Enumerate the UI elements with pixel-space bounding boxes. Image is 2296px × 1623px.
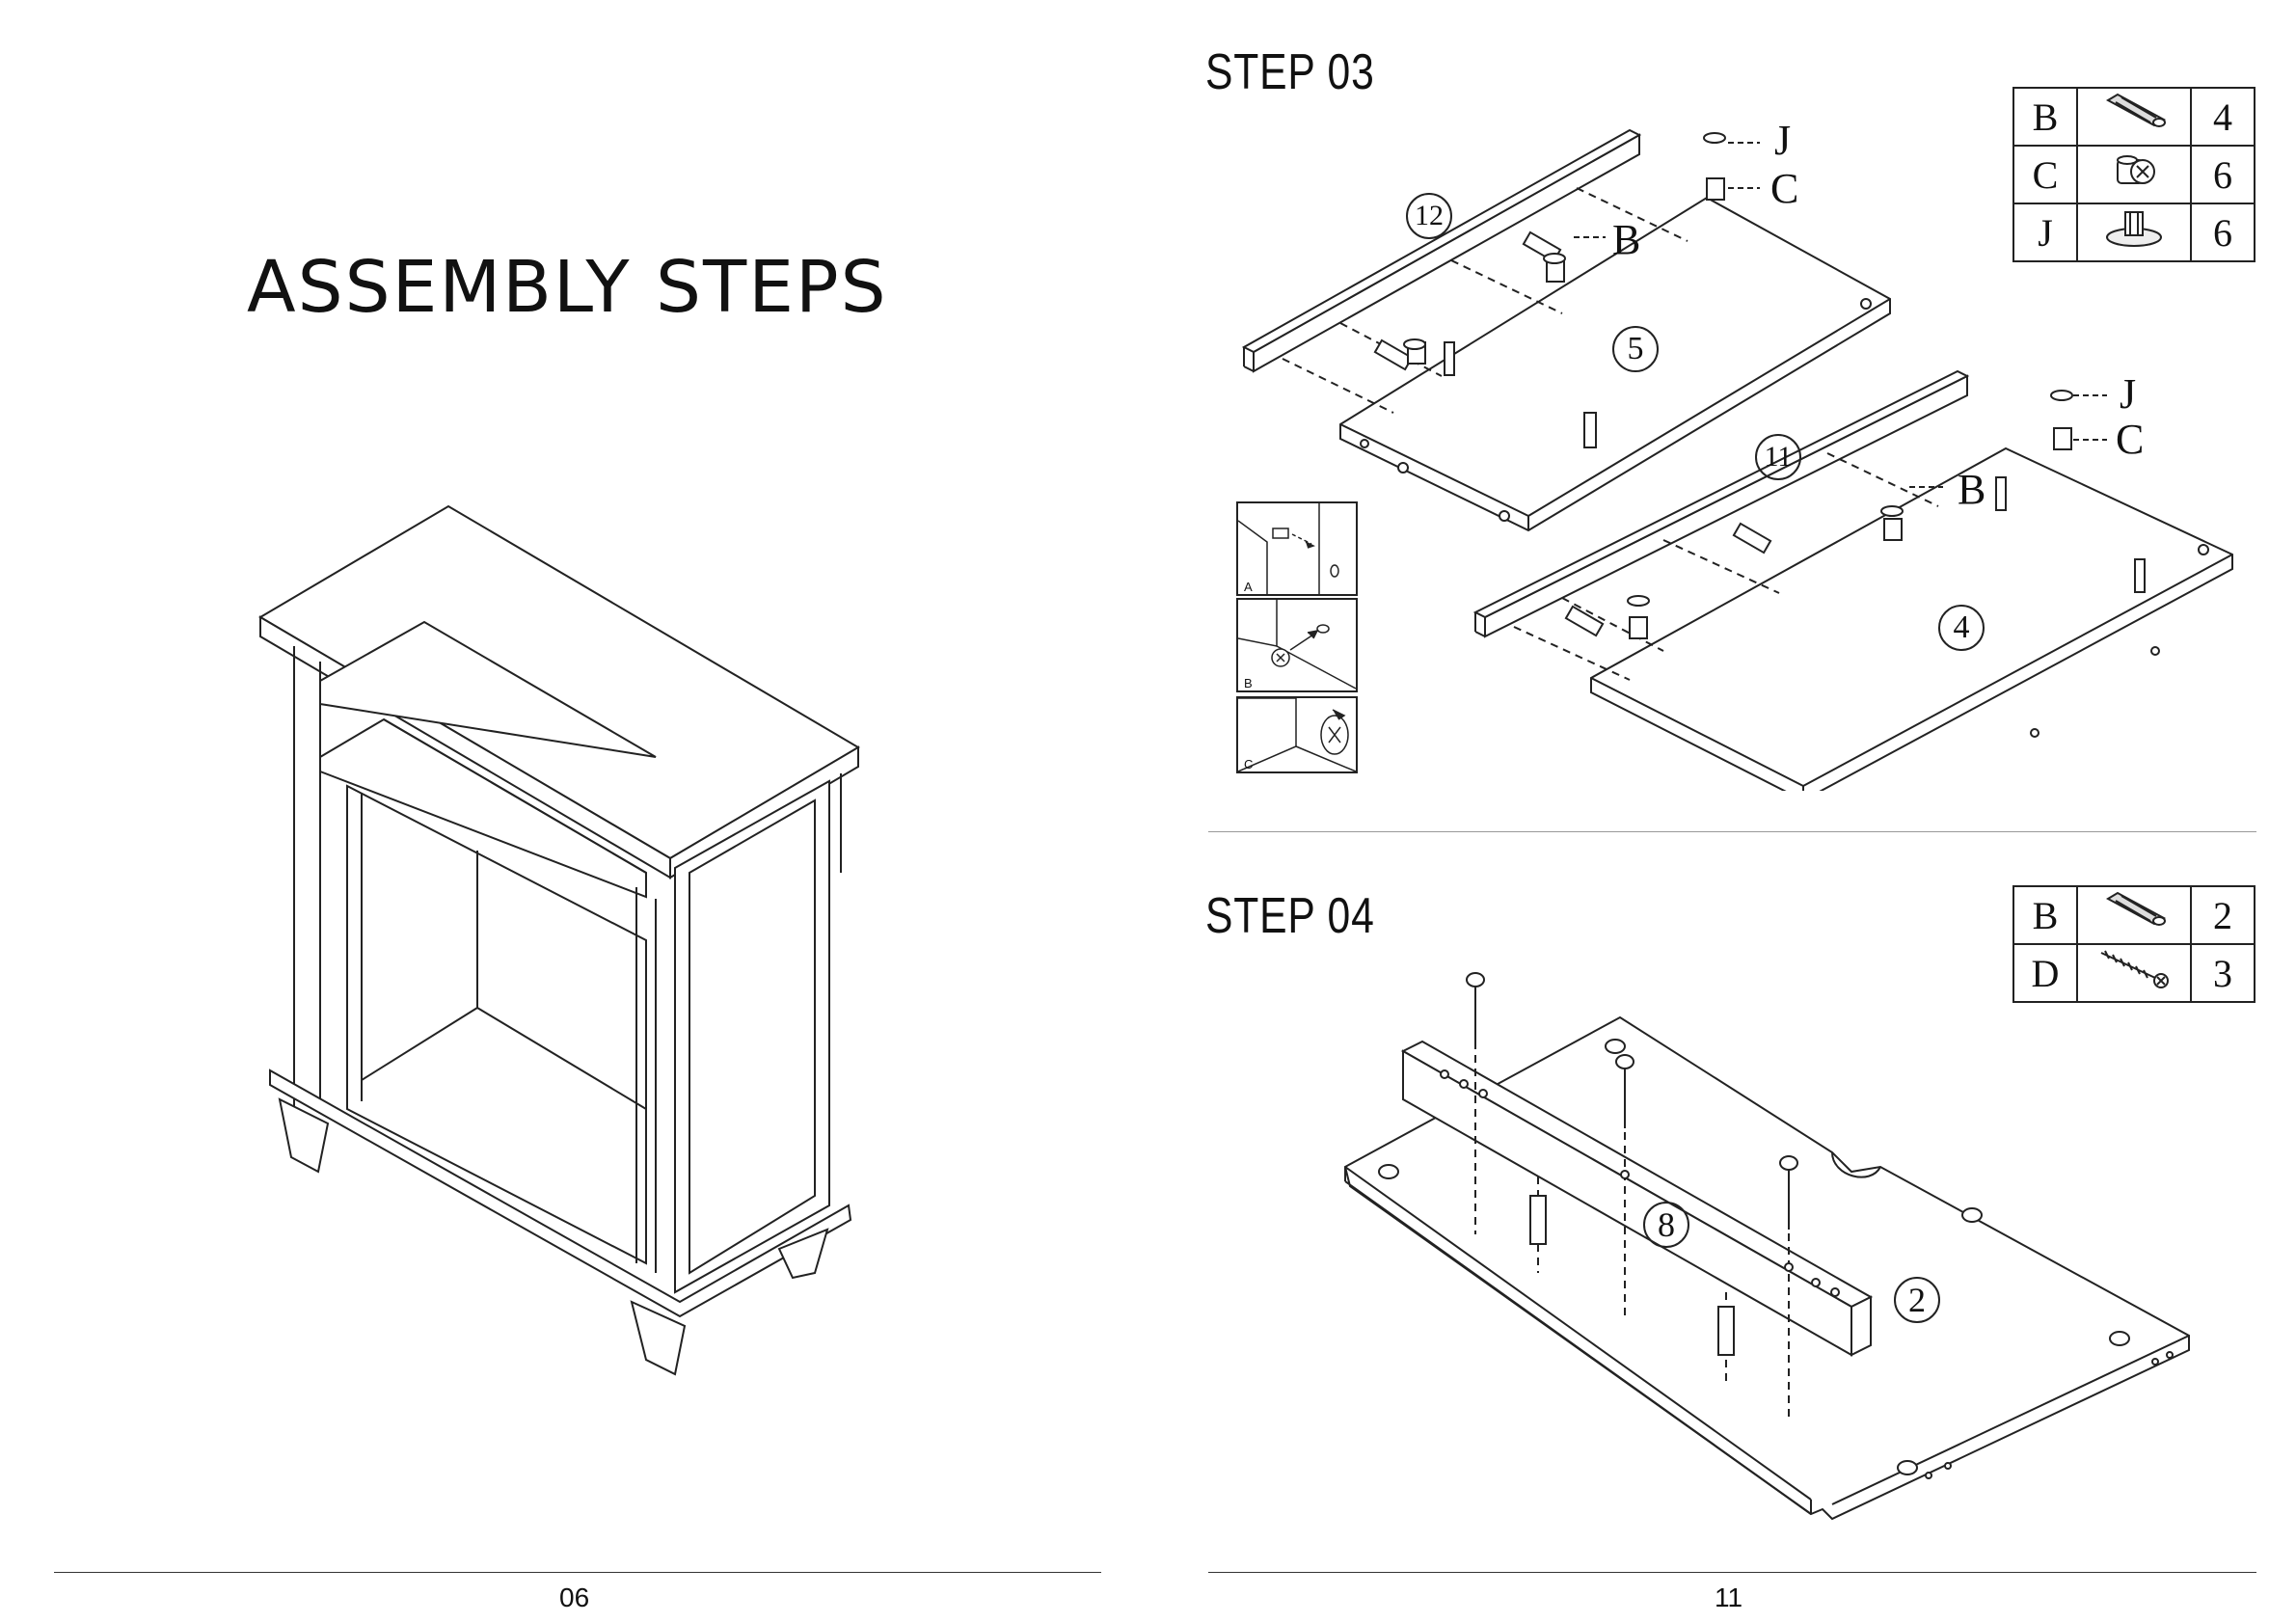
- callout-B-lower: B: [1958, 465, 1985, 514]
- panel-label-8: 8: [1643, 1202, 1689, 1248]
- callout-J-lower: J: [2120, 369, 2136, 419]
- panel-label-4: 4: [1938, 605, 1985, 651]
- dowel-icon: [2077, 886, 2191, 944]
- panel-label-2: 2: [1894, 1277, 1940, 1323]
- callout-C-upper: C: [1770, 164, 1798, 213]
- step4-title: STEP 04: [1205, 887, 1375, 945]
- detail-label: B: [1244, 676, 1253, 690]
- panel-label-5: 5: [1612, 326, 1659, 372]
- right-page-number: 11: [1715, 1582, 1742, 1613]
- right-footer-rule: [1208, 1572, 2256, 1573]
- detail-label: A: [1244, 580, 1253, 594]
- part-qty: 3: [2191, 944, 2255, 1002]
- left-footer-rule: [54, 1572, 1101, 1573]
- step-divider: [1208, 831, 2256, 832]
- part-letter: B: [2013, 886, 2077, 944]
- detail-inset-b: B: [1236, 598, 1358, 692]
- part-qty: 2: [2191, 886, 2255, 944]
- callout-B-upper: B: [1612, 215, 1640, 264]
- left-page-number: 06: [559, 1582, 589, 1613]
- callout-C-lower: C: [2116, 415, 2144, 464]
- detail-inset-c: C: [1236, 696, 1358, 773]
- detail-label: C: [1244, 757, 1253, 771]
- page-title: ASSEMBLY STEPS: [247, 246, 888, 329]
- step4-exploded-diagram: [1331, 964, 2199, 1533]
- step3-exploded-diagram: [1225, 116, 2266, 791]
- fireplace-cabinet-illustration: [251, 492, 868, 1379]
- panel-label-12: 12: [1406, 193, 1452, 239]
- callout-J-upper: J: [1774, 116, 1791, 165]
- parts-row: B 2: [2013, 886, 2255, 944]
- detail-inset-a: A: [1236, 501, 1358, 596]
- panel-label-11: 11: [1755, 434, 1801, 480]
- step3-title: STEP 03: [1205, 43, 1375, 101]
